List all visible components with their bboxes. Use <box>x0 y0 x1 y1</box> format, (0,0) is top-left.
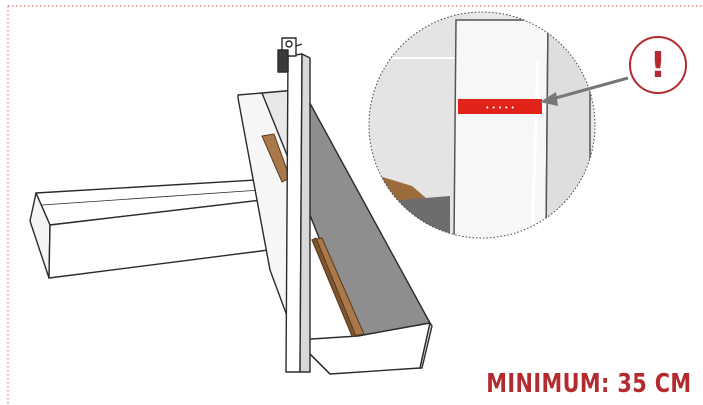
zoom-detail: • • • • • <box>368 11 596 239</box>
marker-dots: • • • • • <box>485 104 515 112</box>
wooden-cleats <box>261 133 365 337</box>
pointer-arrow-icon <box>540 76 629 106</box>
warning-symbol: ! <box>649 44 667 86</box>
vertical-post <box>277 37 311 373</box>
minimum-marker-band <box>458 99 542 114</box>
minimum-caption: MINIMUM: 35 CM <box>485 369 691 399</box>
exclamation-warning-icon: ! <box>629 36 687 94</box>
